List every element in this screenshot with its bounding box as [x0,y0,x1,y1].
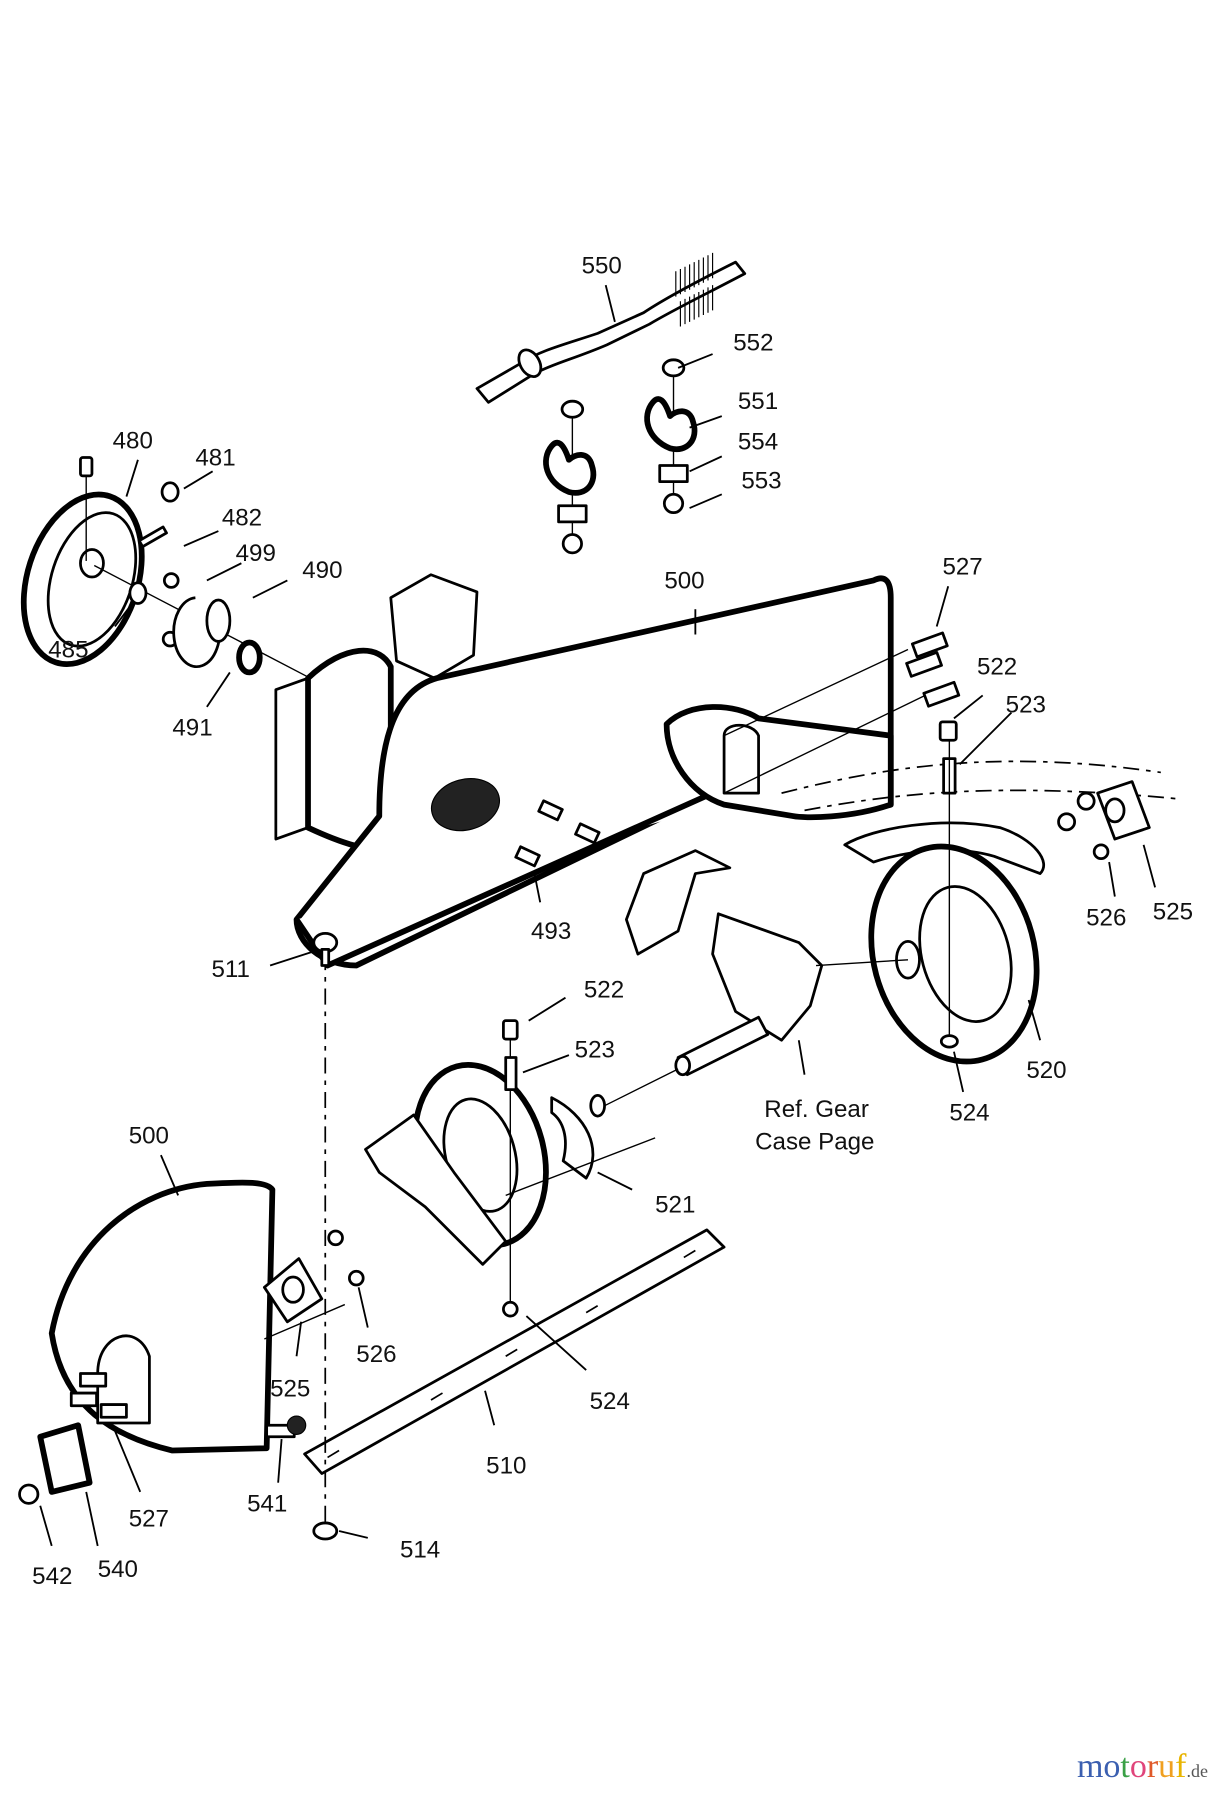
watermark-letter: u [1158,1748,1176,1785]
chute-clamp-left [543,399,597,555]
skid-540 [18,1422,93,1505]
watermark-letter: f [1175,1748,1187,1785]
carriage-bolt-511 [312,931,339,967]
carriage-bolt-541 [265,1415,307,1439]
label-491: 491 [172,715,212,742]
label-521: 521 [655,1192,695,1219]
watermark-letter: m [1076,1748,1104,1785]
auger-flight-520 [843,821,1046,1065]
watermark-letter: o [1129,1748,1147,1785]
label-500-bottom: 500 [129,1123,169,1150]
auger-housing-500 [274,573,894,969]
chute-crank-rod-550 [475,252,747,404]
label-525-right: 525 [1153,899,1193,926]
part-labels: 550 552 551 554 553 480 481 482 499 490 … [32,253,1193,1590]
label-511: 511 [211,956,249,983]
watermark-suffix: .de [1186,1761,1209,1781]
label-526-left: 526 [356,1341,396,1368]
pulley-480 [20,456,311,679]
label-482: 482 [222,504,262,531]
bolts-527-left [69,1372,128,1419]
label-514: 514 [400,1536,440,1563]
bolts-493 [514,799,601,868]
label-524-right: 524 [949,1100,989,1127]
bearing-525-left [262,1229,365,1324]
label-522-mid: 522 [584,977,624,1004]
label-493: 493 [531,918,571,945]
gear-case [597,849,909,1110]
label-554: 554 [738,428,778,455]
label-522-top: 522 [977,654,1017,681]
label-500-top: 500 [664,568,704,595]
label-480: 480 [113,427,153,454]
shear-bolt-522-left [502,1019,519,1318]
label-520: 520 [1026,1057,1066,1084]
motoruf-watermark: motoruf.de [1077,1748,1208,1786]
watermark-letter: t [1120,1748,1130,1785]
label-553: 553 [741,468,781,495]
label-485: 485 [48,636,88,663]
label-527-bottom: 527 [129,1505,169,1532]
ref-gear-case-line2: Case Page [755,1128,874,1155]
chute-clamp-right [644,358,698,515]
label-541: 541 [247,1490,287,1517]
label-481: 481 [195,445,235,472]
impeller-path [804,789,1179,812]
shear-bolt-522-right [938,720,959,1049]
label-527-top: 527 [942,554,982,581]
bolts-527 [723,631,961,794]
scraper-bar-510 [303,1228,726,1541]
label-524-left: 524 [590,1388,630,1415]
label-523-top: 523 [1006,692,1046,719]
label-551: 551 [738,388,778,415]
leader-lines [39,284,1156,1547]
label-523-mid: 523 [575,1036,615,1063]
label-525-left: 525 [270,1376,310,1403]
label-490: 490 [302,557,342,584]
ref-gear-case-line1: Ref. Gear [764,1096,869,1123]
label-542: 542 [32,1563,72,1590]
bearing-525-right [1057,780,1151,861]
label-510: 510 [486,1453,526,1480]
watermark-letter: o [1103,1748,1121,1785]
impeller-path [781,760,1161,794]
watermark-letter: r [1146,1748,1159,1785]
label-550: 550 [582,253,622,280]
end-cap-500 [48,1179,346,1454]
label-526-right: 526 [1086,904,1126,931]
label-499: 499 [236,540,276,567]
label-540: 540 [98,1556,138,1583]
label-552: 552 [733,330,773,357]
auger-flight-521 [364,1061,656,1266]
